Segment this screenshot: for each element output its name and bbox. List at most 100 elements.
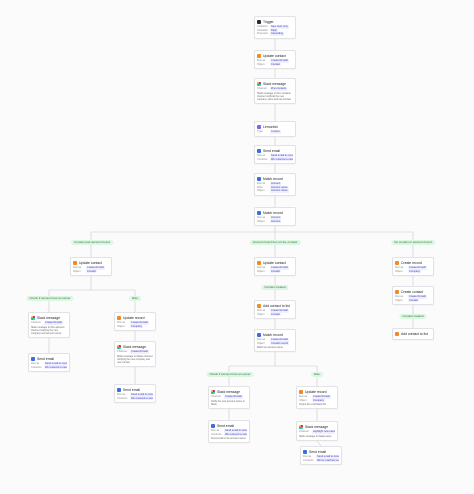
field-value-chip[interactable]: Company [312,398,326,403]
node-title: Send email [37,357,54,361]
field-value-chip[interactable]: Custom [270,130,281,134]
field-value-chip[interactable]: Create Ronald [408,295,427,299]
field-value-chip[interactable]: Daily [270,28,278,33]
field-value-chip[interactable]: Contact [408,298,419,303]
add-contact-list-right-node[interactable]: Add contact to list [392,328,434,340]
field-value-chip[interactable]: Contact record [270,341,290,346]
field-key: Object [395,269,403,273]
field-value-chip[interactable]: Contact [270,312,281,317]
node-header: Update record [117,315,153,321]
field-value-chip[interactable]: We've matched your [316,458,339,463]
field-value-chip[interactable]: We received a new [224,432,247,437]
node-header: Update contact [257,260,293,266]
field-value-chip[interactable]: Company [408,269,422,274]
field-value-chip[interactable]: Account name [270,185,289,190]
attio-icon [299,390,303,394]
attio-icon [117,316,121,320]
field-key: Run as [211,429,220,432]
email-icon [117,388,121,392]
field-value-chip[interactable]: Create Ronald [270,266,289,270]
field-value-chip[interactable]: Send email to contact [270,154,293,158]
node-title: Match record [263,333,283,337]
field-value-chip[interactable]: Contact [270,269,281,274]
field-value-chip[interactable]: We received a new account [44,365,67,370]
field-value-chip[interactable]: Highlight new owners [312,430,335,434]
field-value-chip[interactable]: Create Ronald [224,395,243,399]
node-title: Send email [263,149,280,153]
field-value-chip[interactable]: Send email to owner [224,429,247,433]
field-value-chip[interactable]: #inc-contacts [270,87,288,91]
field-value-chip[interactable]: Create Ronald [408,266,427,270]
field-value-chip[interactable]: Contact [86,269,97,274]
field-value-chip[interactable]: Ascending [270,32,285,36]
field-key: Run as [117,321,126,324]
field-key: Collection [257,25,268,28]
branch-label-contact-created-mid: Contact created [261,285,289,290]
field-value-chip[interactable]: We received a new account [130,396,153,401]
field-value-chip[interactable]: Create Ronald [270,338,289,342]
field-value-chip[interactable]: Create Ronald [44,321,63,325]
field-value-chip[interactable]: Account name [270,189,289,193]
field-value-chip[interactable]: Send email to contact [44,362,67,366]
slack-icon [211,390,215,394]
node-header: Match record [257,176,293,182]
field-value-chip[interactable]: Account [270,216,282,220]
field-value-chip[interactable]: Create Ronald [86,266,105,270]
node-header: Add contact to list [395,331,431,337]
field-key: Filter [257,185,263,189]
field-value-chip[interactable]: Company [130,324,144,329]
field-value-chip[interactable]: Create Ronald [130,350,149,354]
field-value-chip[interactable]: Create Ronald [130,321,149,325]
match-icon [257,333,261,337]
field-value-chip[interactable]: Account [270,219,282,224]
field-value-chip[interactable]: New rows only [270,25,289,29]
field-value-chip[interactable]: Create Ronald [270,59,289,63]
field-value-chip[interactable]: Send email to owner [316,455,339,459]
node-title: Create contact [401,290,424,294]
attio-icon [395,332,399,336]
field-value-chip[interactable]: Account [270,182,282,186]
email-icon [211,424,215,428]
field-value-chip[interactable]: Create Ronald [312,395,331,399]
node-title: Slack message [263,82,286,86]
node-header: Slack message [31,315,67,321]
field-value-chip[interactable]: Create Ronald [270,309,289,313]
node-header: Update contact [73,260,109,266]
node-header: Send email [31,356,67,362]
field-value-chip[interactable]: We received a new account [270,157,293,162]
field-value-chip[interactable]: Send email to owner [130,393,153,397]
field-key: Processing order [257,32,268,36]
field-key: Run as [257,182,266,185]
field-value-chip[interactable]: Contact [270,62,281,67]
node-field-row: Channel#inc-contacts [257,87,293,91]
